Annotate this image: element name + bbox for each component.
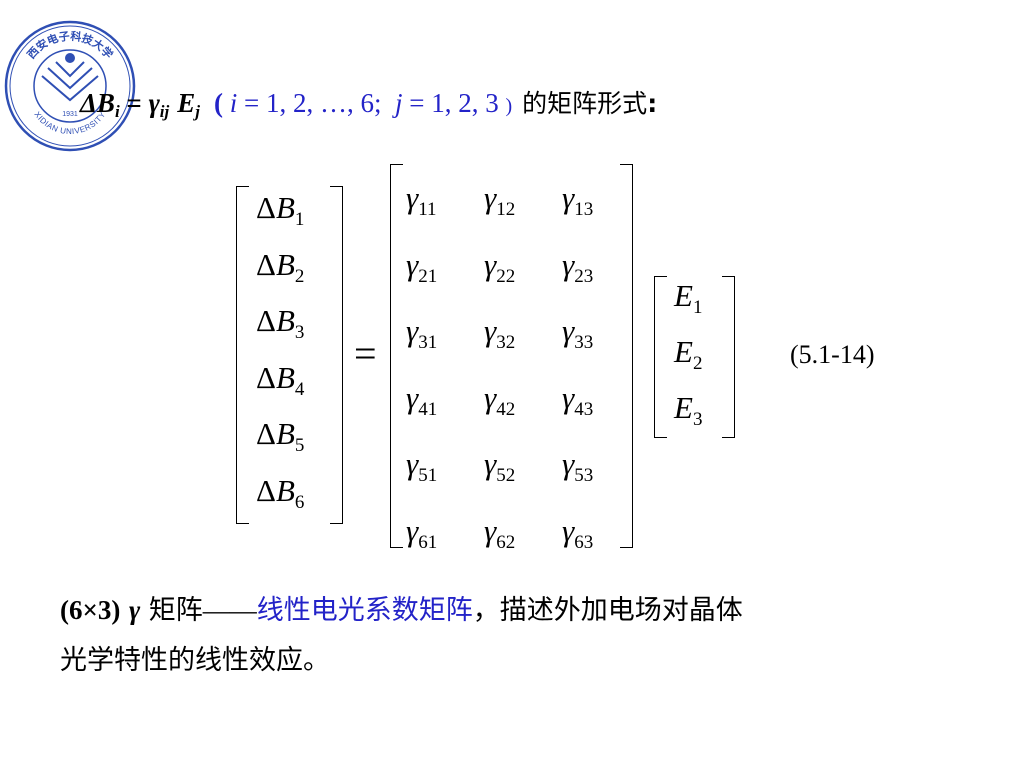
heading-gamma: γij bbox=[148, 88, 170, 121]
gamma-cell: γ11 bbox=[406, 180, 437, 220]
rhs-cell: E2 bbox=[674, 334, 703, 374]
gamma-cell: γ63 bbox=[562, 512, 594, 553]
rhs-right-bracket bbox=[722, 276, 735, 438]
lhs-cell: ΔB5 bbox=[256, 416, 305, 456]
rhs-left-bracket bbox=[654, 276, 667, 438]
rhs-cell: E1 bbox=[674, 278, 703, 318]
heading-lhs: ΔBi bbox=[80, 88, 120, 121]
gamma-cell: γ12 bbox=[484, 180, 516, 220]
heading-e: Ej bbox=[177, 88, 200, 121]
lhs-cell: ΔB1 bbox=[256, 190, 305, 230]
gamma-left-bracket bbox=[390, 164, 403, 548]
rhs-cell: E3 bbox=[674, 390, 703, 430]
equation-number: (5.1-14) bbox=[790, 340, 875, 369]
gamma-cell: γ51 bbox=[406, 446, 438, 486]
gamma-cell: γ31 bbox=[406, 313, 438, 353]
lhs-cell: ΔB4 bbox=[256, 359, 305, 400]
gamma-cell: γ43 bbox=[562, 379, 594, 420]
gamma-cell: γ61 bbox=[406, 512, 438, 553]
gamma-cell: γ42 bbox=[484, 379, 516, 420]
lhs-cell: ΔB3 bbox=[256, 303, 305, 343]
gamma-cell: γ23 bbox=[562, 246, 594, 287]
gamma-cell: γ53 bbox=[562, 446, 594, 486]
university-logo: 西安电子科技大学 XIDIAN UNIVERSITY 1931 bbox=[4, 20, 136, 152]
description-line-2: 光学特性的线性效应。 bbox=[60, 645, 330, 676]
logo-emblem-icon bbox=[41, 53, 99, 102]
gamma-cell: γ62 bbox=[484, 512, 516, 553]
heading-index-range: ( i = 1, 2, …, 6; j = 1, 2, 3 ) bbox=[214, 88, 513, 118]
heading-cn-text: 的矩阵形式: bbox=[522, 89, 658, 118]
heading-eq: = bbox=[119, 88, 149, 118]
lhs-cell: ΔB2 bbox=[256, 246, 305, 287]
gamma-cell: γ41 bbox=[406, 379, 438, 420]
description-line-1: (6×3) γ 矩阵——线性电光系数矩阵，描述外加电场对晶体 bbox=[60, 595, 743, 626]
lhs-right-bracket bbox=[330, 186, 343, 524]
gamma-cell: γ13 bbox=[562, 180, 594, 220]
gamma-cell: γ21 bbox=[406, 246, 438, 287]
gamma-cell: γ52 bbox=[484, 446, 516, 486]
equals-sign: = bbox=[354, 331, 377, 376]
logo-year: 1931 bbox=[62, 111, 78, 118]
gamma-right-bracket bbox=[620, 164, 633, 548]
gamma-cell: γ32 bbox=[484, 313, 516, 353]
heading-formula: ΔBi = γij Ej ( i = 1, 2, …, 6; j = 1, 2,… bbox=[80, 84, 657, 128]
lhs-left-bracket bbox=[236, 186, 249, 524]
gamma-cell: γ22 bbox=[484, 246, 516, 287]
gamma-cell: γ33 bbox=[562, 313, 594, 353]
lhs-cell: ΔB6 bbox=[256, 472, 305, 513]
highlight-term: 线性电光系数矩阵 bbox=[256, 595, 473, 626]
